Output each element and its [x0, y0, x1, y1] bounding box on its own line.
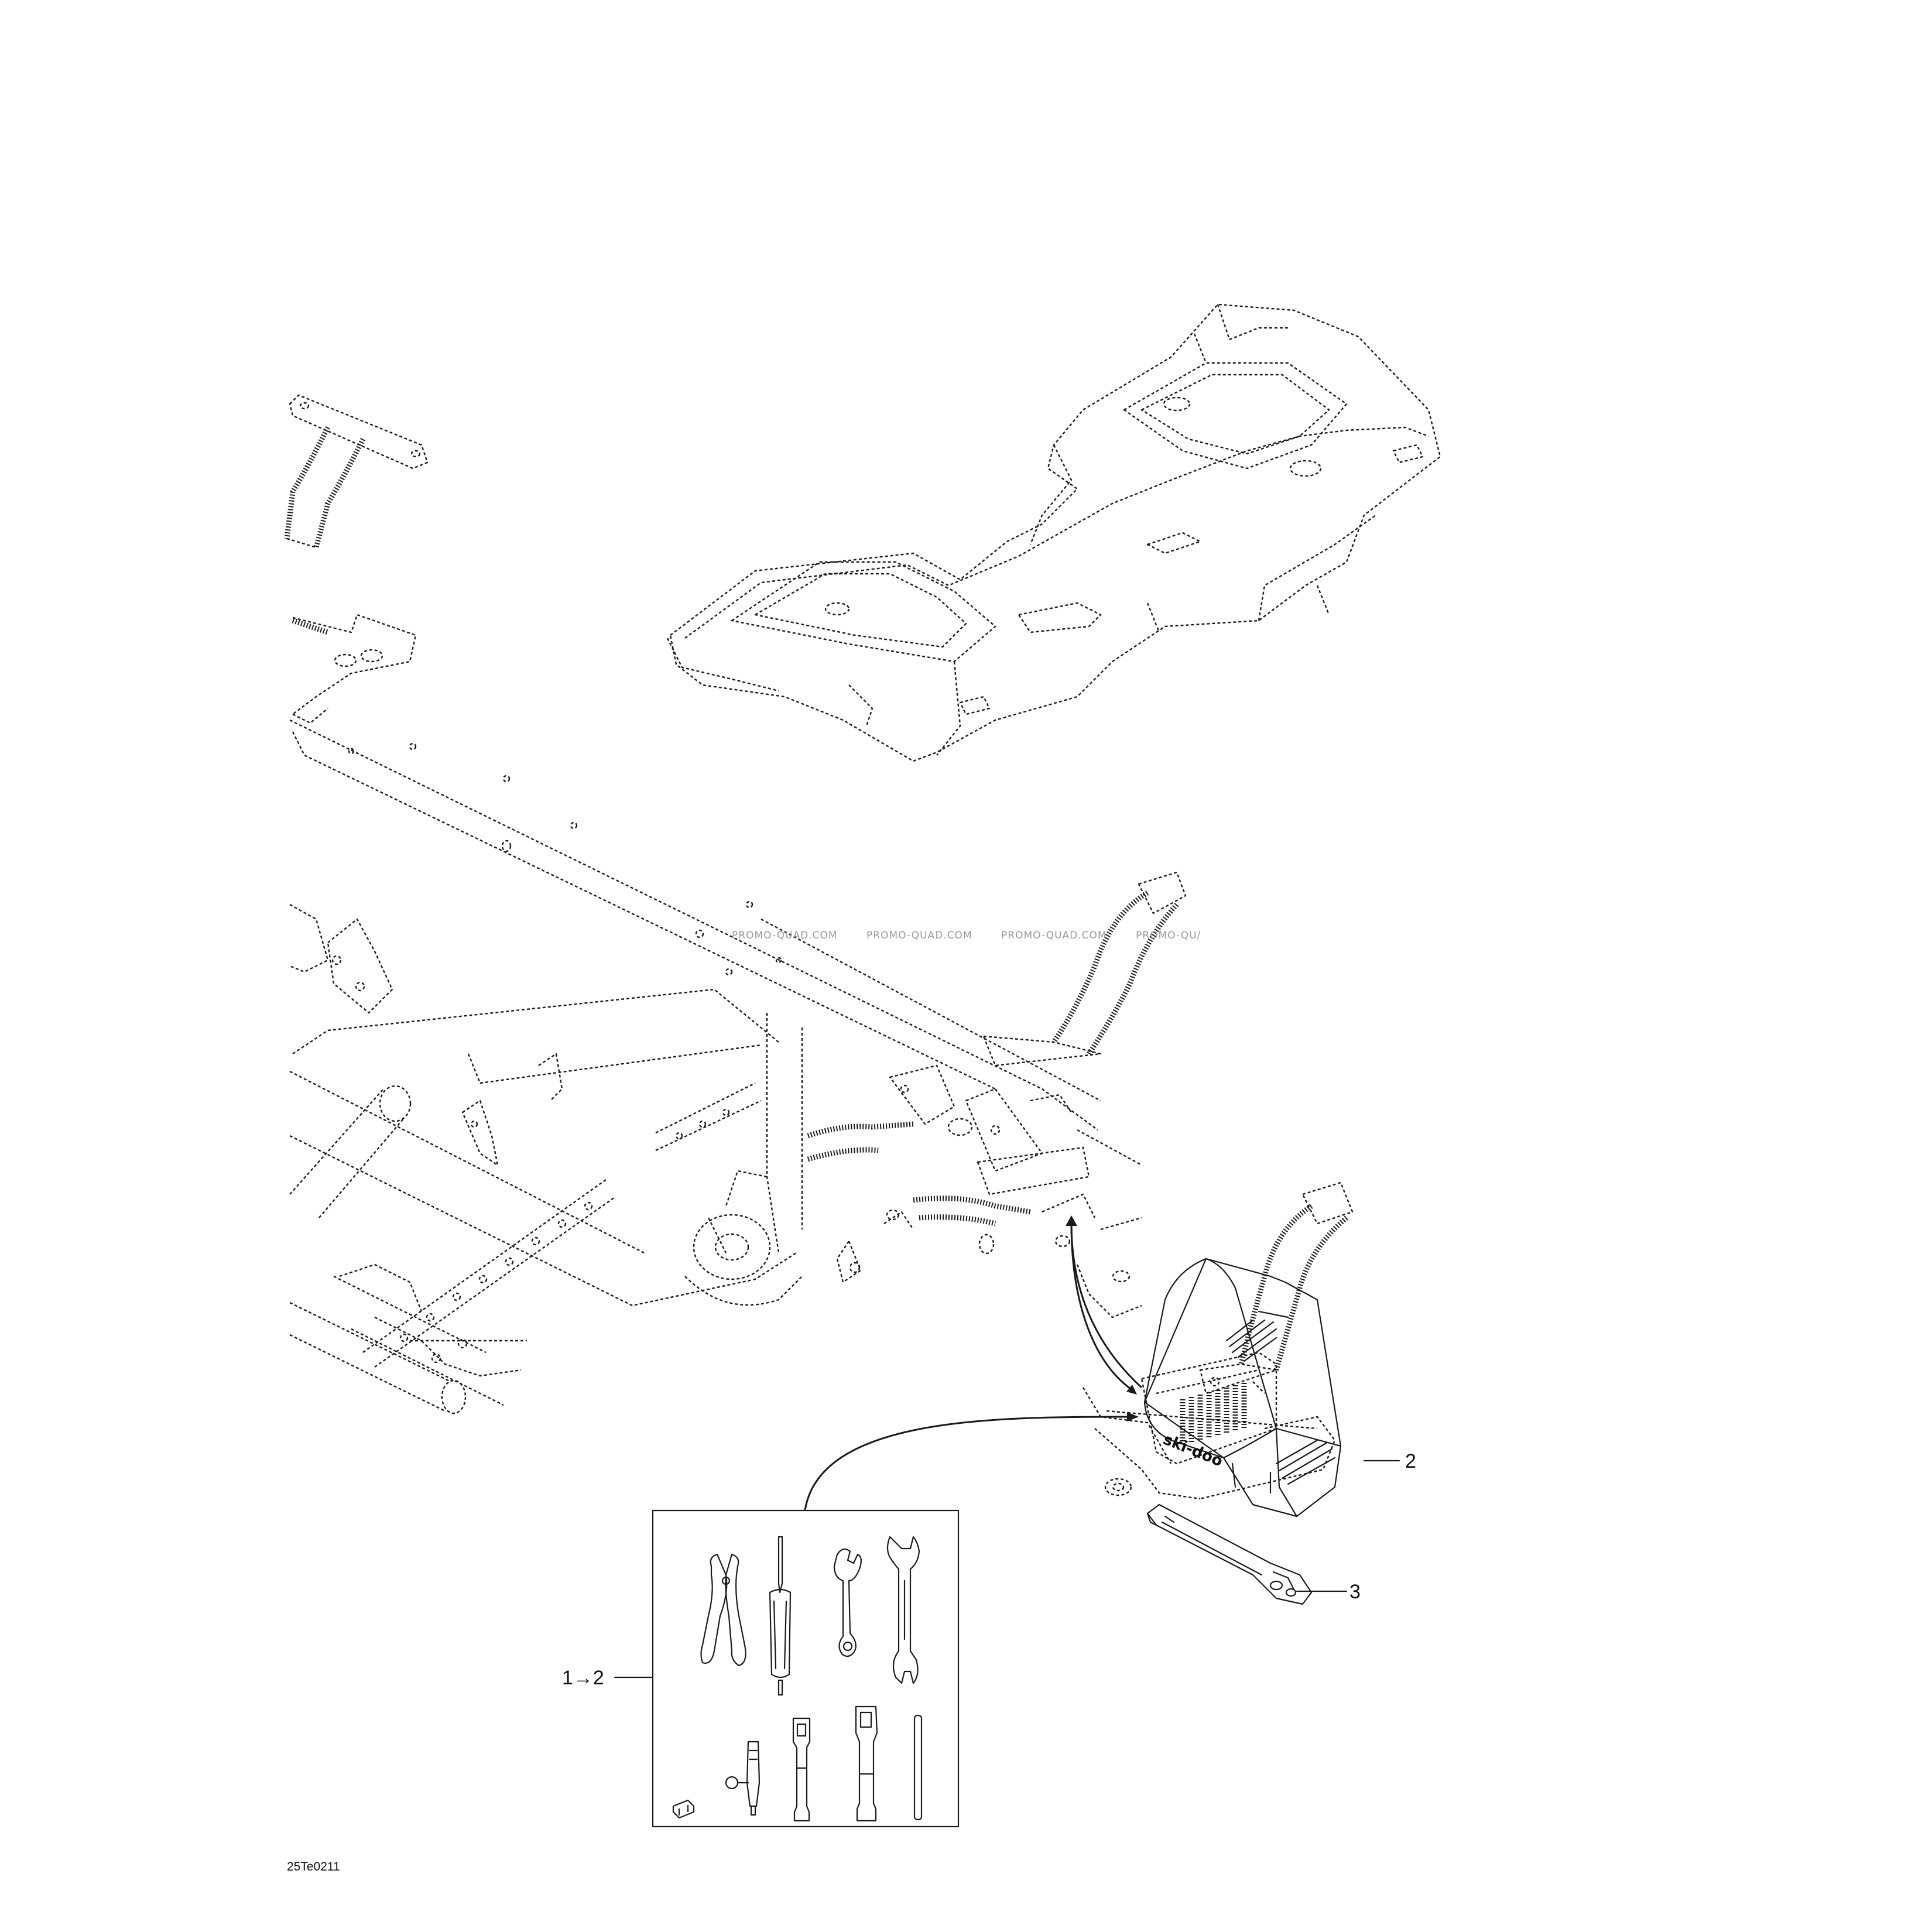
callout-2-label: 2: [1405, 1450, 1416, 1472]
callouts: 2 3 1→2: [562, 1450, 1416, 1689]
open-end-wrench-icon: [886, 1536, 920, 1684]
rear-body-panel: [666, 303, 1441, 762]
tool-case-hatch-lower: [1275, 1439, 1336, 1485]
frame-center-bracket: [761, 918, 1142, 1255]
watermark-text-3: PROMO-QUAD.COM: [1001, 930, 1107, 941]
arrow-head-2: [1126, 1385, 1137, 1395]
tool-kit-box: [652, 1509, 960, 1828]
combination-wrench-icon: [833, 1548, 862, 1657]
arrow-head-1: [1066, 1215, 1077, 1226]
watermark-text-4: PROMO-QU/: [1136, 930, 1201, 941]
frame-crossmember-left: [292, 614, 417, 724]
frame-main-rails: [289, 719, 1098, 1414]
perforation-holes: [399, 1201, 593, 1364]
extension-rod-icon: [913, 1714, 923, 1821]
watermark-text-1: PROMO-QUAD.COM: [732, 930, 838, 941]
tool-case-hatch-upper: [1225, 1319, 1277, 1362]
tire-pressure-gauge-icon: [725, 1741, 761, 1816]
callout-3-label: 3: [1349, 1581, 1361, 1603]
diagram-reference-code: 25Te0211: [287, 1860, 340, 1873]
socket-wrench-icon: [792, 1717, 811, 1822]
screwdriver-icon: [769, 1536, 792, 1696]
spark-plug-socket-icon: [855, 1705, 878, 1822]
fuse-icon: [672, 1799, 695, 1819]
footrest-bracket-upper: [982, 871, 1187, 1067]
tool-case: ski-doo: [1143, 1258, 1342, 1517]
pliers-icon: [700, 1553, 746, 1667]
frame-perforated-bar: [333, 1082, 762, 1406]
tool-bar-item-3: [1146, 1503, 1313, 1605]
rear-tube-loop: [1076, 1217, 1336, 1500]
watermark-text-2: PROMO-QUAD.COM: [866, 930, 972, 941]
frame-bracket-upper-left: [284, 394, 429, 549]
leader-lines: [804, 1215, 1143, 1511]
cooler-fins: [1180, 1383, 1247, 1446]
watermark: PROMO-QUAD.COM PROMO-QUAD.COM PROMO-QUAD…: [732, 930, 1201, 941]
leader-toolkit-to-case: [804, 1416, 1131, 1511]
callout-1-2-label: 1→2: [562, 1667, 604, 1689]
footrest-bracket-lower: [1199, 1181, 1354, 1395]
tool-kit-frame: [652, 1509, 960, 1828]
